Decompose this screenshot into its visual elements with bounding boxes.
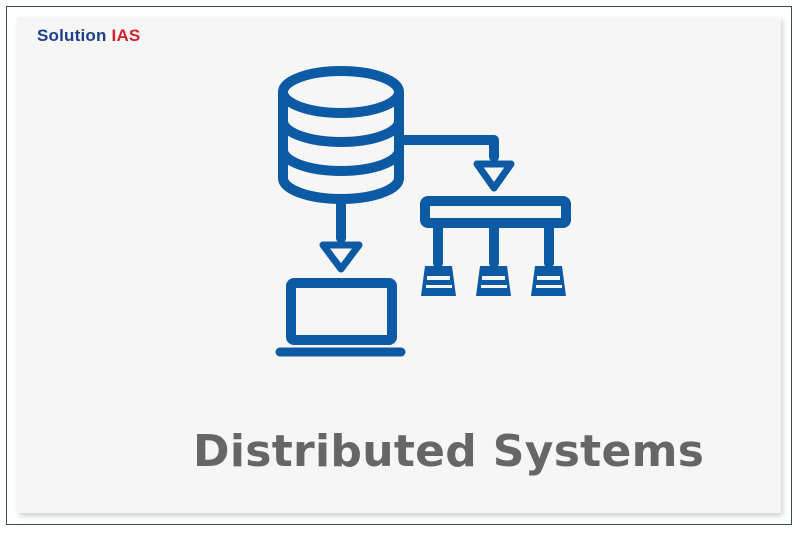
database-icon [278, 66, 404, 204]
page-title: Distributed Systems [193, 426, 705, 477]
laptop-icon [275, 278, 406, 357]
terminal-1-icon [421, 266, 456, 296]
logo-text-ias: IAS [111, 26, 141, 45]
arrow-to-laptop-icon [319, 195, 363, 273]
arrow-to-hub-icon [395, 135, 515, 192]
hub-terminals [421, 266, 566, 296]
terminal-2-icon [476, 266, 511, 296]
logo-text-solution: Solution [37, 26, 107, 45]
brand-logo: Solution IAS [37, 26, 140, 46]
network-hub-icon [420, 196, 571, 268]
terminal-3-icon [531, 266, 566, 296]
